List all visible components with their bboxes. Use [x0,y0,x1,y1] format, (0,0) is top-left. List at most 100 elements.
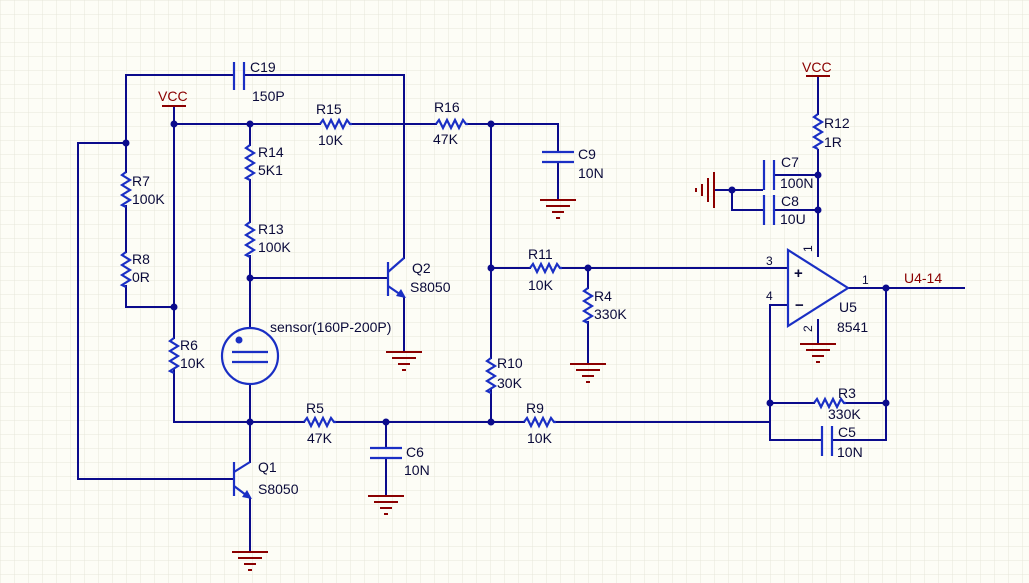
r7-value: 100K [132,191,165,207]
resistor-r12-symbol[interactable] [811,113,825,150]
junction-dot [246,274,254,282]
junction-dot [246,418,254,426]
net-label-output[interactable]: U4-14 [904,270,942,286]
q2-ref: Q2 [412,260,431,276]
vcc-port-right[interactable]: VCC [802,59,832,77]
capacitor-c8-symbol[interactable] [762,195,776,225]
c7-ref: C7 [781,154,799,170]
u5-ref: U5 [839,299,857,315]
c9-ref: C9 [578,146,596,162]
emitter-arrow-icon [396,289,406,298]
resistor-r6-symbol[interactable] [167,337,181,374]
r13-ref: R13 [258,221,284,237]
c7-value: 100N [780,175,813,191]
resistor-r14-symbol[interactable] [243,144,257,181]
junction-dot [766,399,774,407]
resistor-r9-symbol[interactable] [523,415,556,429]
r12-value: 1R [824,134,842,150]
q1-value: S8050 [258,481,299,497]
q1-ref: Q1 [258,459,277,475]
c5-ref: C5 [838,424,856,440]
opamp-pin-labels: 3 4 1 1 2 + − [766,245,869,332]
resistor-r11-symbol[interactable] [529,261,562,275]
resistor-r16-symbol[interactable] [435,117,468,131]
r5-ref: R5 [306,400,324,416]
r11-value: 10K [528,277,554,293]
r3-value: 330K [828,406,861,422]
r3-ref: R3 [838,385,856,401]
opamp-plus-sign: + [794,265,803,282]
junction-dot [584,264,592,272]
resistor-r7-symbol[interactable] [119,171,133,208]
r16-ref: R16 [434,99,460,115]
pin-number-vminus: 2 [801,325,815,332]
c9-value: 10N [578,165,604,181]
resistor-r8-symbol[interactable] [119,251,133,288]
r8-ref: R8 [132,251,150,267]
r16-value: 47K [433,131,459,147]
ground-icon [695,172,715,208]
junction-dot [487,418,495,426]
c8-value: 10U [780,211,806,227]
transistor-q1-symbol[interactable] [232,461,252,499]
resistor-r15-symbol[interactable] [319,117,352,131]
capacitor-c9-symbol[interactable] [542,150,574,164]
capacitor-c7-symbol[interactable] [762,160,776,190]
r14-value: 5K1 [258,162,283,178]
r11-ref: R11 [528,246,553,262]
resistor-r10-symbol[interactable] [484,357,498,394]
pin-number-out: 1 [862,273,869,287]
r9-value: 10K [527,430,553,446]
resistor-r3-symbol[interactable] [813,396,846,410]
component-labels: C19 150P R15 10K R16 47K C9 10N R14 5K1 … [132,59,868,497]
vcc-label: VCC [802,59,832,75]
r4-value: 330K [594,306,627,322]
vcc-label: VCC [158,88,188,104]
junction-dot [728,186,736,194]
sensor-symbol[interactable] [220,326,280,386]
junction-dot [814,171,822,179]
vcc-port-left[interactable]: VCC [158,88,188,107]
sensor-dot-icon [235,336,243,344]
junction-dot [814,206,822,214]
r10-value: 30K [497,375,523,391]
q2-value: S8050 [410,279,451,295]
resistor-r5-symbol[interactable] [303,415,336,429]
capacitor-c19-symbol[interactable] [232,62,246,90]
c6-ref: C6 [406,444,424,460]
junction-dot [246,120,254,128]
resistor-r4-symbol[interactable] [581,287,595,324]
pin-number-in-minus: 4 [766,289,773,303]
ground-icon [232,551,268,571]
junction-dot [487,264,495,272]
r15-ref: R15 [316,101,342,117]
junction-dot [170,120,178,128]
c8-ref: C8 [781,193,799,209]
c6-value: 10N [404,462,430,478]
r10-ref: R10 [497,355,523,371]
opamp-u5-symbol[interactable] [786,248,851,328]
ground-symbols [232,172,836,571]
pin-number-vplus: 1 [801,245,815,252]
capacitor-c6-symbol[interactable] [370,446,402,460]
r8-value: 0R [132,269,150,285]
c5-value: 10N [837,444,863,460]
r14-ref: R14 [258,144,284,160]
junction-dot [882,399,890,407]
power-ports: VCC VCC [158,59,832,107]
sensor-label: sensor(160P-200P) [270,319,391,335]
r4-ref: R4 [594,288,612,304]
r7-ref: R7 [132,173,150,189]
junction-dot [487,120,495,128]
ground-icon [386,351,422,371]
r6-value: 10K [180,355,206,371]
resistor-r13-symbol[interactable] [243,221,257,258]
r12-ref: R12 [824,115,850,131]
transistor-q2-symbol[interactable] [386,257,406,298]
ground-icon [800,343,836,363]
junction-dot [882,284,890,292]
capacitor-c5-symbol[interactable] [820,426,834,456]
junction-dot [170,303,178,311]
opamp-minus-sign: − [795,297,804,314]
